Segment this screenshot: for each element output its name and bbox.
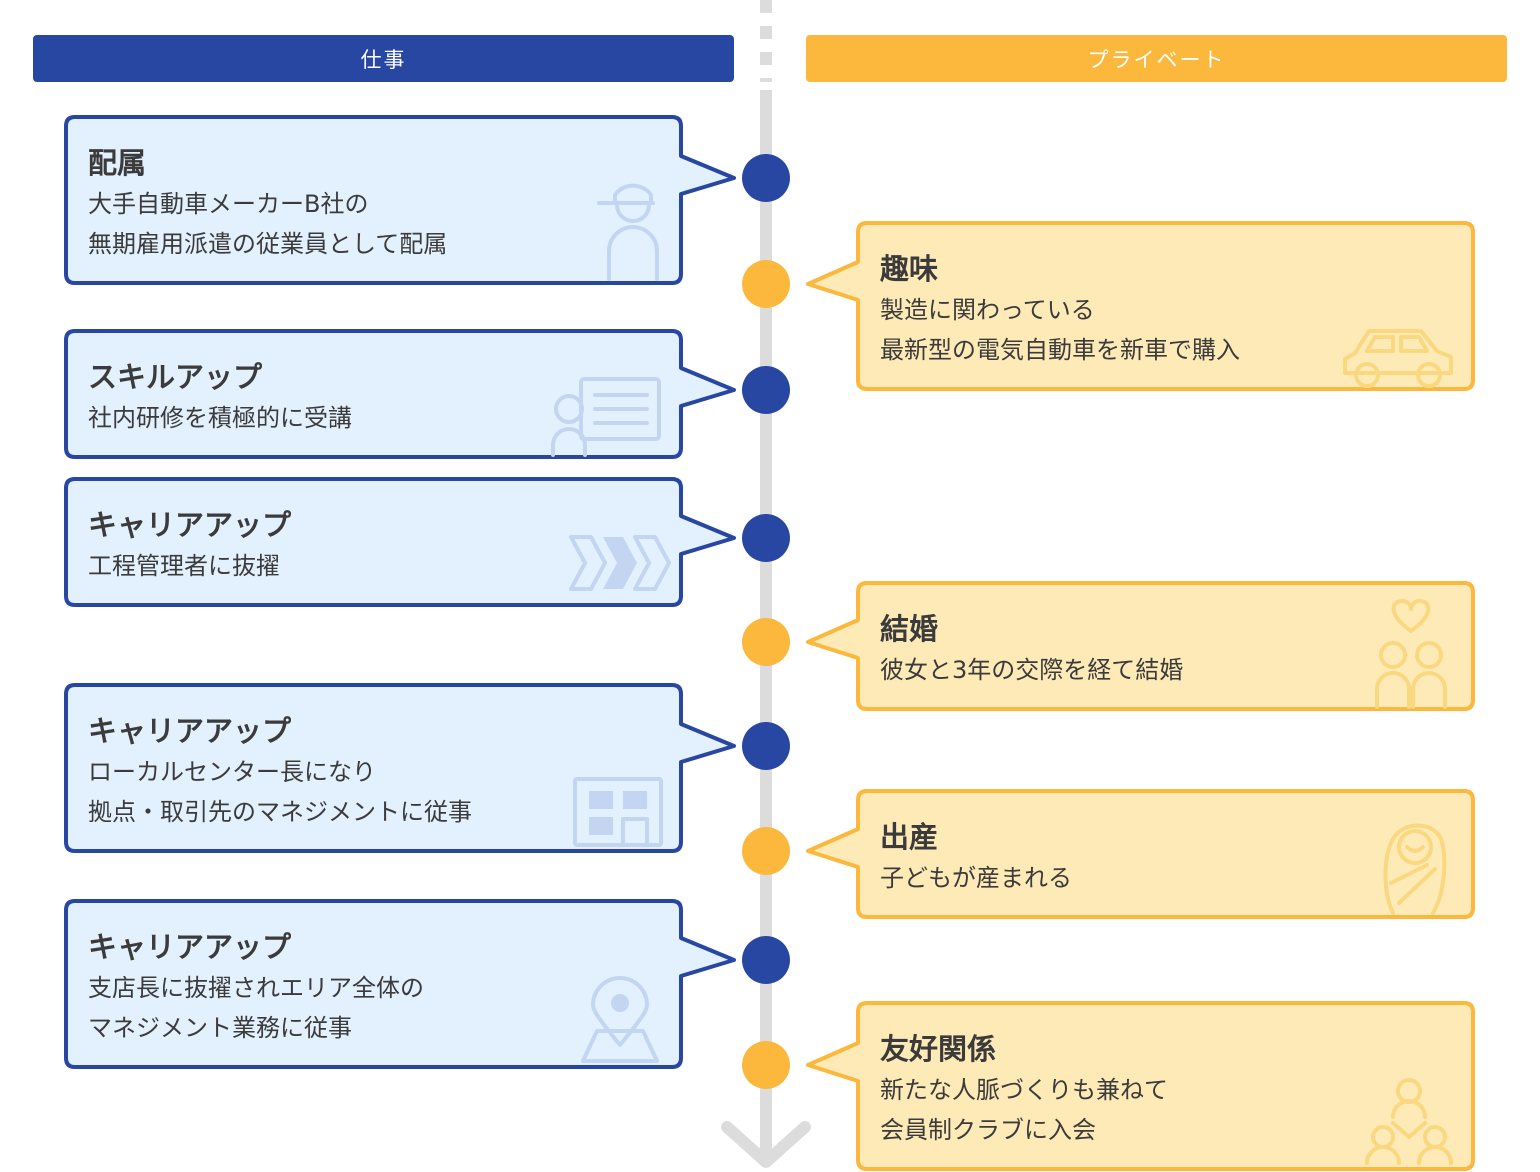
couple-heart-icon — [1375, 598, 1447, 709]
event-description: 大手自動車メーカーB社の — [88, 190, 369, 218]
event-title: キャリアアップ — [88, 714, 292, 748]
private-event-card-2 — [806, 581, 1475, 711]
event-title: 配属 — [88, 146, 147, 180]
event-title: 友好関係 — [880, 1032, 997, 1066]
event-title: 出産 — [880, 820, 939, 854]
event-description: 無期雇用派遣の従業員として配属 — [88, 230, 448, 258]
private-timeline-dot-2 — [742, 618, 790, 666]
private-event-text-1: 趣味製造に関わっている最新型の電気自動車を新車で購入 — [880, 249, 1240, 370]
work-timeline-dot-4 — [742, 722, 790, 770]
work-event-text-1: 配属大手自動車メーカーB社の無期雇用派遣の従業員として配属 — [88, 143, 447, 264]
work-event-card-5 — [64, 899, 736, 1069]
private-event-text-2: 結婚彼女と3年の交際を経て結婚 — [880, 609, 1183, 690]
work-timeline-dot-1 — [742, 154, 790, 202]
process-flow-icon — [569, 535, 671, 591]
event-description: ローカルセンター長になり — [88, 758, 376, 786]
work-event-card-4 — [64, 683, 736, 853]
work-event-text-3: キャリアアップ工程管理者に抜擢 — [88, 505, 291, 586]
baby-icon — [1383, 823, 1447, 915]
work-event-text-4: キャリアアップローカルセンター長になり拠点・取引先のマネジメントに従事 — [88, 711, 472, 832]
event-description: 製造に関わっている — [880, 296, 1095, 324]
work-event-card-2 — [64, 329, 736, 459]
work-event-text-5: キャリアアップ支店長に抜擢されエリア全体のマネジメント業務に従事 — [88, 927, 424, 1048]
map-pin-icon — [581, 976, 659, 1063]
private-timeline-dot-3 — [742, 827, 790, 875]
event-title: キャリアアップ — [88, 508, 292, 542]
header-private: プライベート — [806, 35, 1507, 82]
event-title: スキルアップ — [88, 360, 263, 394]
header-work: 仕事 — [33, 35, 734, 82]
network-people-icon — [1365, 1078, 1453, 1165]
work-timeline-dot-2 — [742, 366, 790, 414]
private-event-card-4 — [806, 1001, 1475, 1171]
work-timeline-dot-5 — [742, 936, 790, 984]
event-description: 新たな人脈づくりも兼ねて — [880, 1076, 1168, 1104]
event-description: 拠点・取引先のマネジメントに従事 — [88, 798, 472, 826]
work-event-text-2: スキルアップ社内研修を積極的に受講 — [88, 357, 352, 438]
event-title: 趣味 — [880, 252, 939, 286]
event-description: 工程管理者に抜擢 — [88, 552, 280, 580]
event-description: 子どもが産まれる — [880, 864, 1072, 892]
event-description: マネジメント業務に従事 — [88, 1014, 352, 1042]
private-timeline-dot-4 — [742, 1041, 790, 1089]
private-event-text-4: 友好関係新たな人脈づくりも兼ねて会員制クラブに入会 — [880, 1029, 1168, 1150]
work-event-card-1 — [64, 115, 736, 285]
building-icon — [573, 777, 663, 847]
event-description: 支店長に抜擢されエリア全体の — [88, 974, 424, 1002]
private-event-card-3 — [806, 789, 1475, 919]
event-description: 社内研修を積極的に受講 — [88, 404, 352, 432]
timeline-arrow-head — [721, 1121, 811, 1168]
event-description: 会員制クラブに入会 — [880, 1116, 1096, 1144]
training-board-icon — [551, 377, 661, 457]
worker-cap-icon — [597, 183, 659, 281]
private-timeline-dot-1 — [742, 260, 790, 308]
event-title: 結婚 — [880, 612, 939, 646]
private-event-card-1 — [806, 221, 1475, 391]
car-icon — [1343, 329, 1453, 388]
private-event-text-3: 出産子どもが産まれる — [880, 817, 1072, 898]
work-event-card-3 — [64, 477, 736, 607]
event-description: 最新型の電気自動車を新車で購入 — [880, 336, 1240, 364]
event-description: 彼女と3年の交際を経て結婚 — [880, 656, 1184, 684]
work-timeline-dot-3 — [742, 514, 790, 562]
event-title: キャリアアップ — [88, 930, 292, 964]
